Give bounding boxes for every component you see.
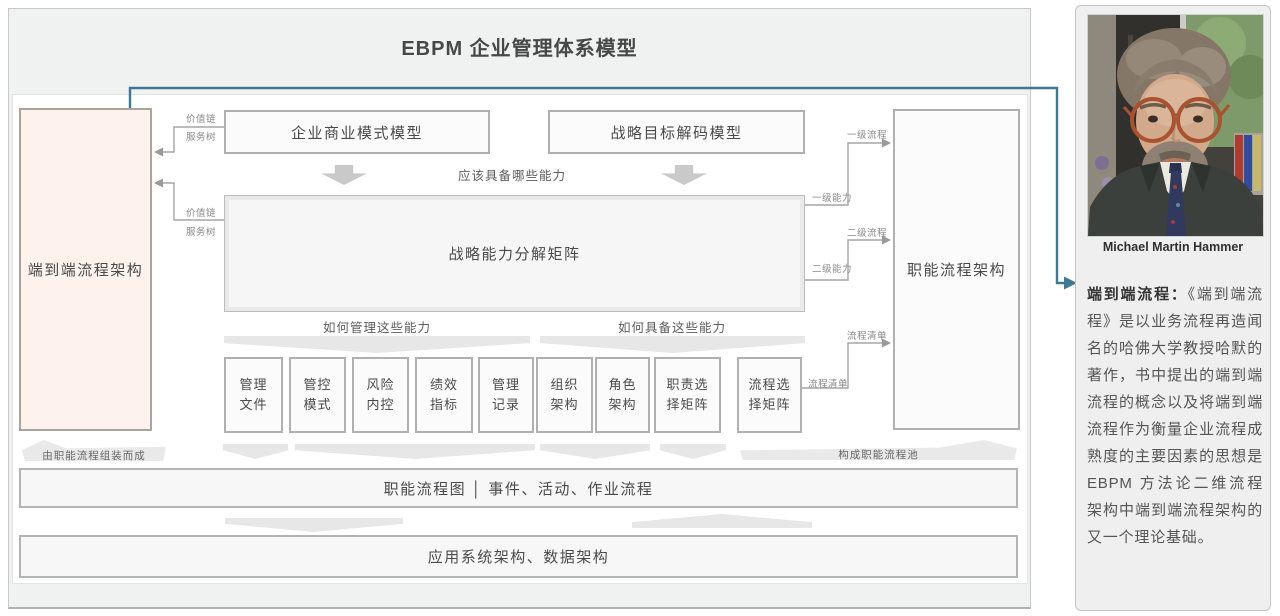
artifact-box-process-matrix: 流程选 择矩阵 [737, 357, 802, 433]
end-to-end-architecture-label: 端到端流程架构 [27, 262, 144, 279]
service-tree-label: 服务树 [186, 227, 217, 238]
artifact-box-management-docs: 管理 文件 [224, 357, 283, 433]
level1-capability-label: 一级能力 [812, 193, 853, 204]
business-model-label: 企业商业模式模型 [290, 124, 423, 142]
sidebar-description-body: 《端到端流程》是以业务流程再造闻名的哈佛大学教授哈默的著作，书中提出的端到端流程… [1087, 286, 1263, 546]
michael-hammer-photo [1087, 14, 1264, 237]
capability-matrix-box: 战略能力分解矩阵 [224, 195, 805, 312]
artifact-box-risk-control: 风险 内控 [352, 357, 409, 433]
end-to-end-architecture-box: 端到端流程架构 [19, 108, 152, 431]
capability-question-label: 应该具备哪些能力 [457, 169, 566, 183]
app-data-architecture-label: 应用系统架构、数据架构 [427, 549, 610, 566]
service-tree-label: 服务树 [186, 132, 217, 143]
strategy-decode-box: 战略目标解码模型 [548, 110, 805, 154]
artifact-box-org-structure: 组织 架构 [536, 357, 593, 433]
artifact-box-kpi: 绩效 指标 [415, 357, 473, 433]
photo-caption: Michael Martin Hammer [1102, 240, 1244, 254]
manage-question-label: 如何管理这些能力 [322, 321, 431, 335]
artifact-box-records: 管理 记录 [478, 357, 534, 433]
artifact-box-duty-matrix: 职责选 择矩阵 [654, 357, 721, 433]
strategy-decode-label: 战略目标解码模型 [610, 124, 743, 142]
possess-question-label: 如何具备这些能力 [617, 321, 726, 335]
sidebar-description: 端到端流程：《端到端流程》是以业务流程再造闻名的哈佛大学教授哈默的著作，书中提出… [1087, 281, 1263, 551]
functional-process-map-bar: 职能流程图 │ 事件、活动、作业流程 [19, 468, 1018, 508]
sidebar-description-lead: 端到端流程： [1087, 286, 1188, 303]
process-list-label: 流程清单 [808, 379, 849, 390]
functional-architecture-label: 职能流程架构 [906, 262, 1006, 279]
page-title: EBPM 企业管理体系模型 [401, 38, 638, 60]
capability-matrix-label: 战略能力分解矩阵 [448, 246, 581, 263]
process-list-label: 流程清单 [847, 331, 888, 342]
level2-process-label: 二级流程 [847, 228, 888, 239]
functional-process-map-label: 职能流程图 │ 事件、活动、作业流程 [383, 480, 654, 498]
value-chain-label: 价值链 [186, 208, 217, 219]
functional-architecture-box: 职能流程架构 [893, 109, 1020, 430]
business-model-box: 企业商业模式模型 [224, 110, 490, 154]
app-data-architecture-bar: 应用系统架构、数据架构 [19, 535, 1018, 578]
level2-capability-label: 二级能力 [812, 264, 853, 275]
artifact-box-role-structure: 角色 架构 [595, 357, 650, 433]
artifact-box-control-mode: 管控 模式 [289, 357, 346, 433]
level1-process-label: 一级流程 [847, 130, 888, 141]
value-chain-label: 价值链 [186, 114, 217, 125]
